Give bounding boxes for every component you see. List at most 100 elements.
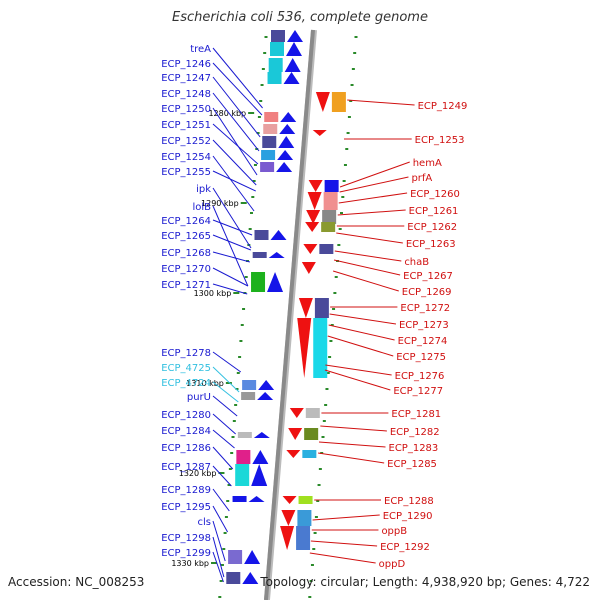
gene-arrow-left — [270, 230, 287, 240]
gene-block-right — [328, 130, 343, 136]
gene-label-left: purU — [187, 392, 211, 403]
track-tick-left — [222, 548, 226, 550]
track-tick-left — [218, 596, 222, 598]
leader-line-left — [212, 76, 261, 138]
track-tick-left — [252, 180, 256, 182]
gene-label-right: hemA — [413, 158, 442, 169]
gene-label-left: ECP_1264 — [161, 216, 211, 227]
genome-backbone — [263, 29, 315, 600]
track-tick-right — [320, 452, 324, 454]
scale-tick — [248, 112, 255, 114]
gene-label-right: ECP_1285 — [387, 459, 437, 470]
gene-label-right: ECP_1290 — [383, 511, 433, 522]
leader-line-right — [324, 369, 391, 391]
scale-label: 1330 kbp — [171, 559, 209, 568]
gene-label-right: ECP_1288 — [384, 496, 434, 507]
leader-line-right — [327, 335, 394, 357]
track-tick-left — [256, 132, 260, 134]
track-tick-right — [332, 308, 336, 310]
leader-line-left — [212, 488, 230, 512]
gene-arrow-right — [297, 318, 312, 378]
gene-block-right — [297, 510, 312, 526]
gene-label-left: ECP_1247 — [161, 73, 211, 84]
gene-label-right: ECP_1276 — [395, 371, 445, 382]
gene-block-left — [264, 112, 279, 122]
track-tick-right — [353, 52, 357, 54]
leader-line-right — [325, 364, 392, 376]
track-tick-right — [347, 116, 351, 118]
leader-line-left — [212, 62, 263, 116]
topology-text: Topology: circular; Length: 4,938,920 bp… — [260, 575, 590, 589]
gene-block-left — [262, 136, 277, 148]
gene-arrow-left — [280, 112, 297, 122]
track-tick-right — [333, 292, 337, 294]
track-tick-left — [257, 116, 261, 118]
gene-arrow-left — [278, 136, 295, 148]
gene-label-left: ECP_1286 — [161, 443, 211, 454]
track-tick-left — [244, 276, 248, 278]
gene-block-left — [241, 392, 256, 400]
genome-title: Escherichia coli 536, complete genome — [172, 10, 428, 25]
track-tick-left — [264, 36, 268, 38]
track-tick-left — [251, 196, 255, 198]
scale-label: 1300 kbp — [194, 289, 232, 298]
scale-tick — [240, 202, 247, 204]
gene-block-right — [331, 92, 346, 112]
gene-block-left — [263, 124, 278, 134]
gene-arrow-left — [279, 124, 296, 134]
track-tick-right — [317, 484, 321, 486]
track-tick-left — [253, 164, 257, 166]
gene-label-left: ECP_1270 — [161, 264, 211, 275]
gene-block-left — [252, 252, 267, 258]
gene-label-left: ECP_1298 — [161, 533, 211, 544]
leader-line-right — [338, 192, 408, 204]
gene-label-right: oppB — [381, 526, 407, 537]
leader-line-right — [312, 514, 380, 521]
gene-block-right — [321, 222, 336, 232]
leader-line-left — [212, 366, 240, 393]
gene-arrow-right — [305, 222, 320, 232]
gene-block-right — [298, 496, 313, 504]
track-tick-right — [354, 36, 358, 38]
gene-label-left: ECP_1268 — [161, 248, 211, 259]
track-tick-left — [220, 564, 224, 566]
gene-block-right — [322, 210, 337, 224]
track-tick-right — [339, 212, 343, 214]
gene-label-left: ECP_1299 — [161, 548, 211, 559]
gene-arrow-left — [284, 58, 301, 72]
track-tick-left — [232, 420, 236, 422]
gene-label-right: ECP_1292 — [380, 542, 430, 553]
gene-label-left: ECP_1280 — [161, 410, 211, 421]
track-tick-left — [239, 340, 243, 342]
gene-label-left: ECP_1289 — [161, 485, 211, 496]
gene-arrow-right — [308, 180, 323, 192]
track-tick-left — [226, 500, 230, 502]
track-tick-right — [309, 580, 313, 582]
scale-tick — [218, 472, 225, 474]
gene-label-left: ECP_4724 — [161, 378, 211, 389]
scale-label: 1320 kbp — [179, 469, 217, 478]
gene-arrow-left — [252, 450, 269, 464]
track-tick-right — [334, 276, 338, 278]
leader-line-right — [332, 270, 399, 292]
track-tick-left — [259, 100, 263, 102]
gene-arrow-right — [289, 408, 304, 418]
gene-arrow-right — [280, 526, 295, 550]
leader-line-right — [320, 425, 387, 432]
gene-block-left — [251, 272, 266, 292]
track-tick-left — [260, 84, 264, 86]
gene-arrow-right — [288, 428, 303, 440]
gene-block-right — [324, 180, 339, 192]
gene-label-left: ECP_1251 — [161, 120, 211, 131]
gene-arrow-left — [258, 380, 275, 390]
gene-block-right — [313, 318, 328, 378]
track-tick-right — [328, 356, 332, 358]
gene-label-left: ECP_1271 — [161, 280, 211, 291]
scale-tick — [233, 292, 240, 294]
track-tick-left — [261, 68, 265, 70]
track-tick-right — [351, 68, 355, 70]
gene-arrow-left — [276, 162, 293, 172]
gene-block-right — [323, 192, 338, 210]
gene-block-left — [237, 432, 252, 438]
